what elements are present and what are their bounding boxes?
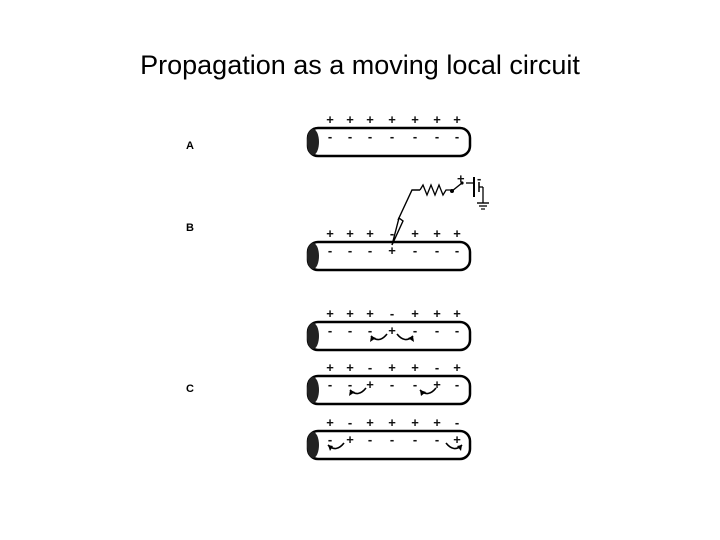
inside-charge: - [368,243,372,258]
inside-charge: - [368,432,372,447]
outside-charge: + [453,226,461,241]
axon-c3 [306,429,472,461]
outside-charge: + [453,360,461,375]
inside-charge: - [328,243,332,258]
outside-charge: + [388,415,396,430]
inside-charge: + [388,323,396,338]
outside-charge: + [366,306,374,321]
outside-charge: + [433,112,441,127]
outside-charge: + [326,112,334,127]
axon-c2 [306,374,472,406]
axon-a [306,126,472,158]
inside-charge: - [435,432,439,447]
membrane-charges: +++++++-------+++-+++---+---+++-+++---+-… [326,112,461,447]
outside-charge: + [346,360,354,375]
axon-c1 [306,320,472,352]
outside-charge: - [390,226,394,241]
outside-charge: + [411,360,419,375]
axon-b [306,240,472,272]
inside-charge: + [433,377,441,392]
inside-charge: - [368,323,372,338]
inside-charge: - [413,243,417,258]
inside-charge: - [348,129,352,144]
inside-charge: - [455,377,459,392]
outside-charge: + [366,112,374,127]
inside-charge: - [348,377,352,392]
outside-charge: + [346,112,354,127]
outside-charge: + [433,226,441,241]
inside-charge: - [413,432,417,447]
slide-title: Propagation as a moving local circuit [140,50,580,80]
local-current-arrows [327,333,463,451]
inside-charge: - [328,129,332,144]
inside-charge: - [455,323,459,338]
inside-charge: - [413,323,417,338]
inside-charge: - [390,129,394,144]
stimulating-electrode: + - [391,171,489,246]
outside-charge: + [326,415,334,430]
outside-charge: + [433,415,441,430]
outside-charge: + [411,415,419,430]
battery-minus-sign: - [477,171,481,186]
panel-label-a: A [186,140,194,152]
outside-charge: + [453,306,461,321]
outside-charge: + [326,226,334,241]
outside-charge: + [326,360,334,375]
electrode-tip [391,216,404,246]
outside-charge: - [368,360,372,375]
inside-charge: - [328,432,332,447]
switch-icon [451,182,463,192]
inside-charge: - [413,377,417,392]
outside-charge: - [390,306,394,321]
outside-charge: + [411,112,419,127]
inside-charge: - [328,377,332,392]
inside-charge: + [388,243,396,258]
electrode-wire [397,189,420,221]
panel-label-c: C [186,383,194,395]
outside-charge: - [348,415,352,430]
inside-charge: - [390,377,394,392]
outside-charge: + [346,306,354,321]
outside-charge: + [326,306,334,321]
outside-charge: - [455,415,459,430]
inside-charge: - [455,129,459,144]
inside-charge: + [453,432,461,447]
outside-charge: + [346,226,354,241]
inside-charge: - [348,243,352,258]
outside-charge: - [435,360,439,375]
outside-charge: + [366,415,374,430]
outside-charge: + [411,226,419,241]
inside-charge: + [366,377,374,392]
outside-charge: + [388,112,396,127]
inside-charge: - [368,129,372,144]
panel-label-b: B [186,222,194,234]
inside-charge: - [413,129,417,144]
inside-charge: + [346,432,354,447]
battery-plus-sign: + [457,171,465,186]
inside-charge: - [435,243,439,258]
outside-charge: + [388,360,396,375]
outside-charge: + [411,306,419,321]
inside-charge: - [455,243,459,258]
inside-charge: - [328,323,332,338]
resistor-icon [419,183,452,197]
outside-charge: + [453,112,461,127]
outside-charge: + [433,306,441,321]
outside-charge: + [366,226,374,241]
inside-charge: - [435,129,439,144]
inside-charge: - [390,432,394,447]
inside-charge: - [348,323,352,338]
inside-charge: - [435,323,439,338]
